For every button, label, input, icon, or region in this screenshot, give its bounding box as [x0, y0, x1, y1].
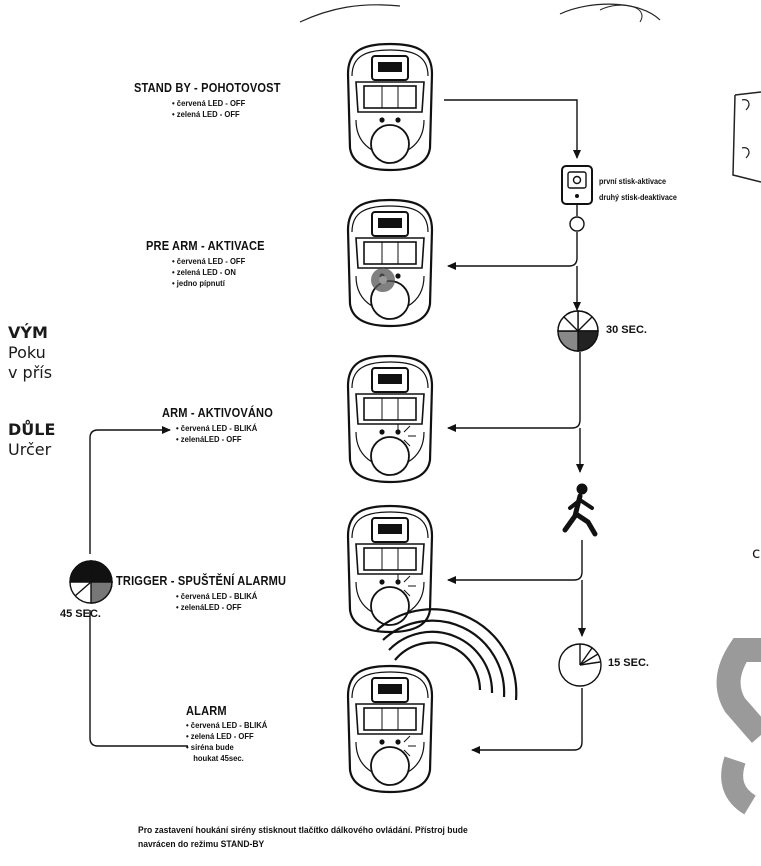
- timer-label-15sec: 15 SEC.: [608, 657, 649, 669]
- footer-line-1: Pro zastavení houkání sirény stisknout t…: [138, 825, 468, 836]
- state-title-standby: STAND BY - POHOTOVOST: [134, 80, 281, 95]
- state-title-alarm: ALARM: [186, 703, 227, 718]
- state-bullets-prearm: červená LED - OFF zelená LED - ON jedno …: [172, 256, 253, 289]
- bg-text-fragment: c: [752, 544, 761, 562]
- state-title-trigger: TRIGGER - SPUŠTĚNÍ ALARMU: [116, 573, 287, 588]
- timer-label-45sec: 45 SEC.: [60, 608, 101, 620]
- led-blink-rays: [397, 424, 416, 447]
- bullet-item: zelenáLED - OFF: [176, 434, 257, 445]
- bg-text-fragment: Poku: [8, 343, 46, 362]
- sensor-trigger-illustration: [346, 504, 434, 634]
- bullet-item: zelenáLED - OFF: [176, 602, 257, 613]
- state-bullets-trigger: červená LED - BLIKÁ zelenáLED - OFF: [176, 591, 266, 613]
- bullet-item: červená LED - OFF: [172, 98, 245, 109]
- bullet-item: červená LED - OFF: [172, 256, 245, 267]
- timer-30sec-pie: [557, 310, 599, 352]
- bg-text-fragment: v přís: [8, 363, 53, 382]
- bullet-item: houkat 45sec.: [186, 753, 267, 764]
- state-title-arm: ARM - AKTIVOVÁNO: [162, 405, 273, 420]
- remote-label-press2: druhý stisk-deaktivace: [599, 192, 677, 202]
- bullet-item: zelená LED - OFF: [186, 731, 267, 742]
- bullet-item: jedno pípnutí: [172, 278, 245, 289]
- timer-45sec-pie: [69, 560, 113, 604]
- bullet-continuation: houkat 45sec.: [193, 753, 244, 763]
- siren-sound-waves: [376, 608, 518, 701]
- timer-15sec-pie: [558, 643, 602, 687]
- bullet-item: siréna bude: [186, 742, 267, 753]
- state-title-prearm: PRE ARM - AKTIVACE: [146, 238, 265, 253]
- walking-person-icon: [562, 483, 598, 537]
- bullet-item: červená LED - BLIKÁ: [176, 591, 258, 602]
- remote-control-illustration: [561, 165, 593, 232]
- bullet-item: červená LED - BLIKÁ: [176, 423, 258, 434]
- bullet-item: zelená LED - OFF: [172, 109, 245, 120]
- bullet-item: zelená LED - ON: [172, 267, 245, 278]
- footer-line-2: navrácen do režimu STAND-BY: [138, 839, 265, 850]
- remote-label-press1: první stisk-aktivace: [599, 176, 667, 186]
- timer-label-30sec: 30 SEC.: [606, 324, 647, 336]
- sensor-arm-illustration: [346, 354, 434, 484]
- sensor-standby-illustration: [346, 42, 434, 172]
- bg-text-fragment: DŮLE: [8, 420, 56, 439]
- bullet-item: červená LED - BLIKÁ: [186, 720, 268, 731]
- state-bullets-standby: červená LED - OFF zelená LED - OFF: [172, 98, 253, 120]
- bg-text-fragment: VÝM: [8, 323, 48, 342]
- bg-text-fragment: Určer: [8, 440, 52, 459]
- sensor-alarm-illustration: [346, 664, 434, 794]
- state-bullets-alarm: červená LED - BLIKÁ zelená LED - OFF sir…: [186, 720, 276, 764]
- sensor-prearm-illustration: [346, 198, 434, 328]
- state-bullets-arm: červená LED - BLIKÁ zelenáLED - OFF: [176, 423, 266, 445]
